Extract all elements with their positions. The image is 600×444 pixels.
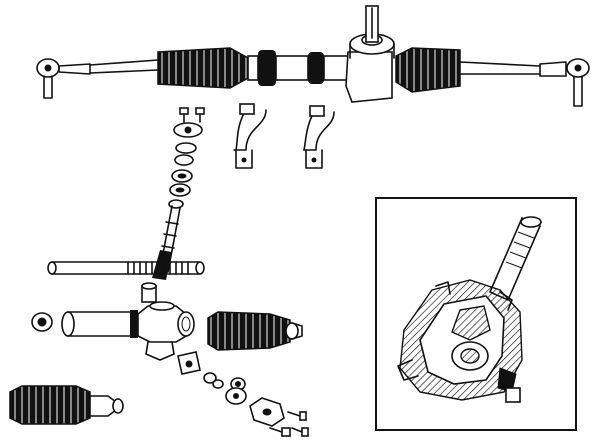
- pinion-shaft: [152, 205, 181, 280]
- cover-plate-icon: [173, 122, 203, 138]
- left-tie-rod-end: [36, 58, 91, 99]
- assembled-steering-rack: [36, 5, 590, 107]
- rack-bar: [47, 261, 205, 275]
- left-end-bush: [31, 312, 53, 332]
- cutaway-housing-body: [397, 279, 523, 403]
- mounting-clamp-left: [233, 103, 267, 169]
- screw-icon: [179, 107, 205, 123]
- seal-ring: [174, 154, 194, 166]
- right-bellows-boot: [395, 47, 461, 93]
- adjuster-spring-icon: [203, 372, 224, 389]
- right-clamp-collar: [308, 52, 349, 84]
- yoke-plug: [177, 351, 201, 375]
- rack-housing-tube: [61, 301, 195, 361]
- exploded-bellows-boot-left: [9, 385, 124, 425]
- right-track-rod: [459, 61, 541, 75]
- bolt-icon: [269, 411, 309, 437]
- pinion-top-parts-stack: [168, 107, 205, 209]
- left-clamp-collar: [247, 50, 309, 86]
- shim-washer: [175, 142, 197, 154]
- mounting-clamp-right: [303, 105, 335, 169]
- left-bellows-boot: [157, 47, 249, 89]
- rack-yoke: [141, 282, 157, 303]
- flange-cover-icon: [249, 397, 285, 427]
- pinion-housing-cutaway-inset: [375, 197, 577, 431]
- exploded-bellows-boot-right: [207, 311, 303, 351]
- left-track-rod: [89, 59, 159, 74]
- right-tie-rod-end: [539, 58, 590, 107]
- gasket-plate: [225, 387, 247, 405]
- bearing-icon: [169, 169, 193, 197]
- pinion-housing: [345, 5, 395, 103]
